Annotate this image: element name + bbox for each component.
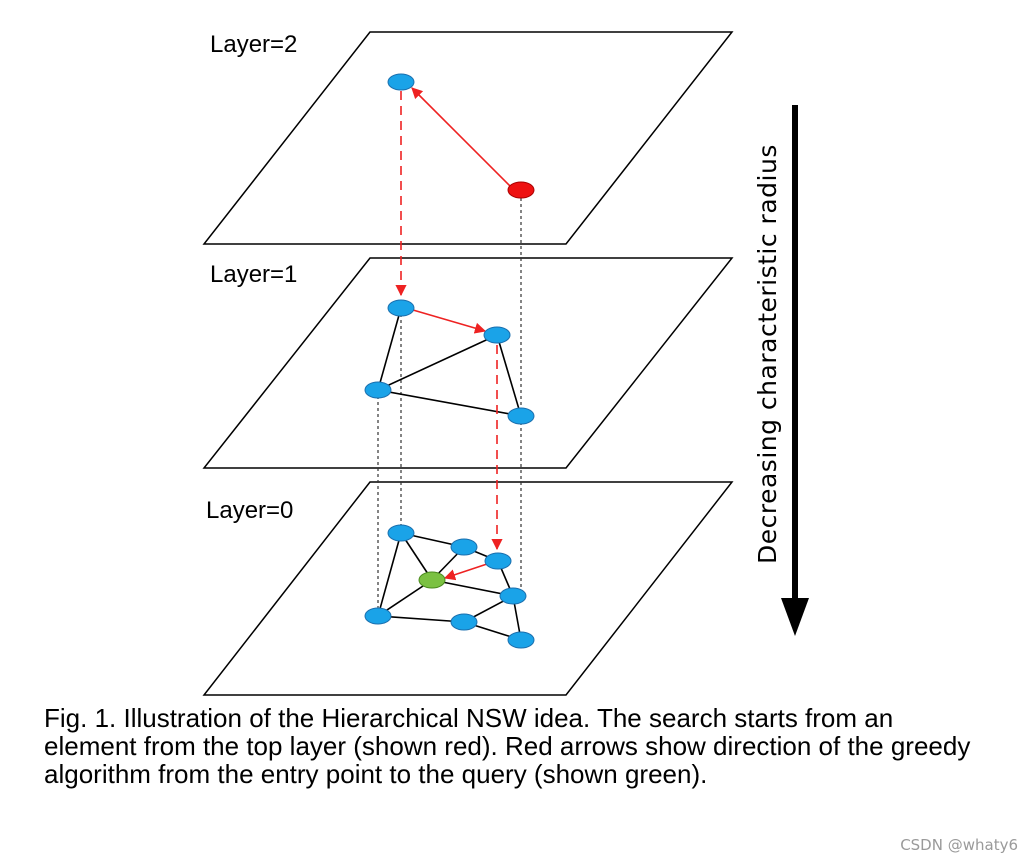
edge xyxy=(377,532,402,617)
layer-0-node xyxy=(450,613,478,631)
edge xyxy=(377,334,498,391)
layer-0-node xyxy=(387,524,415,542)
layer-1-node xyxy=(507,407,535,425)
layer-2-node xyxy=(387,73,415,91)
greedy-search-path xyxy=(395,87,511,581)
layer-2-label: Layer=2 xyxy=(210,31,297,58)
decreasing-radius-arrow xyxy=(781,105,809,636)
layer-1-label: Layer=1 xyxy=(210,261,297,288)
edge xyxy=(377,389,522,417)
vertical-connectors xyxy=(377,192,522,616)
layer-0-edges xyxy=(377,532,522,641)
layer-1-node xyxy=(364,381,392,399)
edge xyxy=(377,307,402,391)
layer-2-plane xyxy=(202,31,734,245)
edge xyxy=(377,615,465,623)
entry-point-node xyxy=(507,181,535,199)
layer-0-plane xyxy=(202,481,734,696)
decreasing-radius-label: Decreasing characteristic radius xyxy=(753,144,782,564)
layer-0-node xyxy=(507,631,535,649)
layer-1-plane xyxy=(202,257,734,469)
layer-0-node xyxy=(450,538,478,556)
arrow-layer1-greedy-step xyxy=(412,309,487,334)
layer-1-edges xyxy=(377,307,522,417)
layer-1-node xyxy=(483,326,511,344)
edge xyxy=(431,579,514,597)
arrow-entry-to-top-node xyxy=(411,87,511,187)
layer-0-node xyxy=(499,587,527,605)
query-node xyxy=(418,571,446,589)
layer-0-label: Layer=0 xyxy=(206,497,293,524)
arrow-layer0-to-query xyxy=(443,563,488,581)
arrow-head xyxy=(781,598,809,636)
edge xyxy=(496,334,522,417)
arrow-shaft xyxy=(792,105,798,602)
layer-0-node xyxy=(364,607,392,625)
layer-1-node xyxy=(387,299,415,317)
layer-0-node xyxy=(484,552,512,570)
figure-caption: Fig. 1. Illustration of the Hierarchical… xyxy=(44,703,971,789)
watermark: CSDN @whaty6 xyxy=(900,836,1018,854)
